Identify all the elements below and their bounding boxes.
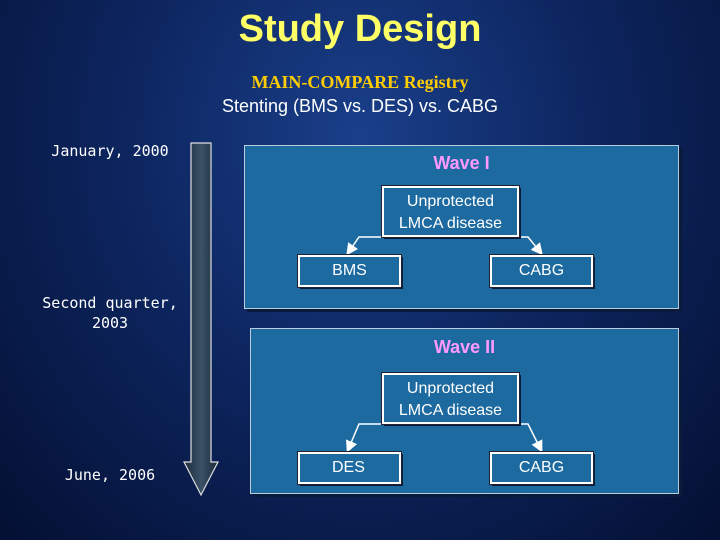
wave-2-root-line1: Unprotected	[406, 380, 495, 397]
timeline-arrow-shape	[183, 142, 219, 497]
comparison-subtitle: Stenting (BMS vs. DES) vs. CABG	[221, 96, 499, 116]
wave-2-connector-right	[519, 423, 543, 453]
wave-1-connector-right	[519, 236, 543, 256]
wave-1-root-line1: Unprotected	[406, 193, 495, 210]
timeline-middle-line2: 2003	[91, 314, 129, 332]
page-title: Study Design	[238, 8, 482, 50]
wave-2-connector-left	[345, 423, 382, 453]
wave-2-right-node: CABG	[489, 451, 594, 485]
wave-1-left-node: BMS	[297, 254, 402, 288]
wave-1-right-node: CABG	[489, 254, 594, 288]
timeline-middle-label: Second quarter, 2003	[20, 293, 200, 333]
wave-1-root-node: Unprotected LMCA disease	[381, 185, 520, 238]
timeline-end-label: June, 2006	[64, 466, 156, 484]
wave-2-root-node: Unprotected LMCA disease	[381, 372, 520, 425]
registry-name: MAIN-COMPARE Registry	[251, 72, 469, 92]
wave-1-root-line2: LMCA disease	[398, 215, 503, 232]
wave-2-root-line2: LMCA disease	[398, 402, 503, 419]
timeline-middle-line1: Second quarter,	[42, 294, 178, 312]
timeline-start-label: January, 2000	[51, 142, 169, 160]
wave-1-connector-left	[346, 236, 382, 256]
wave-1-title: Wave I	[433, 153, 490, 173]
wave-2-title: Wave II	[433, 337, 496, 357]
wave-2-left-node: DES	[297, 451, 402, 485]
